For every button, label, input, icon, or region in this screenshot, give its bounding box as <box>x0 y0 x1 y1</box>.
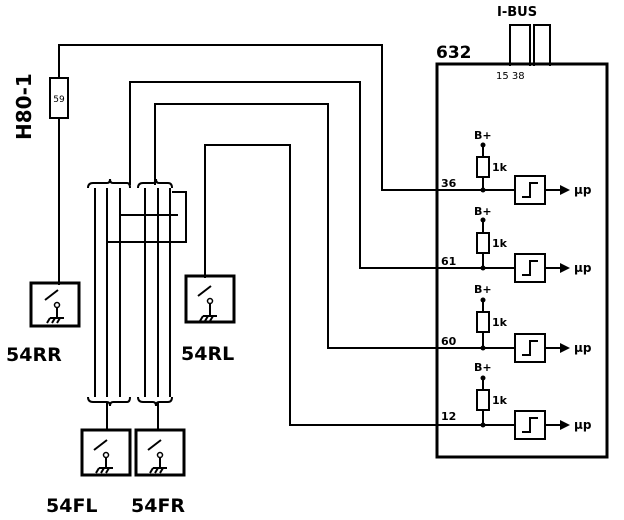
resistor-label: 1k <box>492 237 508 250</box>
input-circuit-60 <box>476 300 560 363</box>
switch-label-54fr: 54FR <box>131 495 185 517</box>
supply-node-dot <box>480 217 486 223</box>
splice-brace-4 <box>137 396 173 407</box>
wire-pin-61 <box>129 81 483 269</box>
switch-contact-dot <box>102 451 110 459</box>
fuse-label: H80-1 <box>12 73 36 140</box>
junction-dot <box>480 422 486 428</box>
switch-contact-dot <box>206 297 214 305</box>
supply-label: B+ <box>474 361 492 374</box>
wire-pin-12 <box>204 144 483 426</box>
switch-54fr-symbol <box>147 439 167 474</box>
switch-contact-dot <box>156 451 164 459</box>
module-632-box <box>435 62 609 459</box>
ibus-connector <box>509 24 531 66</box>
supply-node-dot <box>480 375 486 381</box>
input-circuit-12 <box>476 378 560 440</box>
switch-54rl-box <box>184 274 236 324</box>
switch-54fl-symbol <box>93 439 113 474</box>
switch-54rl-symbol <box>197 285 217 322</box>
output-arrow-icon <box>560 185 570 195</box>
pin-label: 60 <box>441 335 457 348</box>
ibus-label: I-BUS <box>497 5 537 20</box>
supply-label: B+ <box>474 129 492 142</box>
output-label: μp <box>574 341 592 355</box>
module-label: 632 <box>436 43 472 63</box>
switch-54rr-symbol <box>44 289 64 324</box>
bus-pins-label: 15 38 <box>496 71 525 82</box>
switch-54rr-box <box>29 281 81 328</box>
output-label: μp <box>574 261 592 275</box>
junction-dot <box>480 265 486 271</box>
splice-brace-1 <box>87 178 131 189</box>
splice-brace-3 <box>87 396 131 407</box>
ibus-connector-2 <box>533 24 551 66</box>
supply-label: B+ <box>474 283 492 296</box>
resistor-label: 1k <box>492 161 508 174</box>
pin-label: 36 <box>441 177 457 190</box>
resistor-label: 1k <box>492 394 508 407</box>
output-arrow-icon <box>560 420 570 430</box>
switch-contact-dot <box>53 301 61 309</box>
switch-label-54fl: 54FL <box>46 495 98 517</box>
junction-dot <box>480 187 486 193</box>
harness-cross-wire <box>107 191 187 243</box>
fuse-pin-label: 59 <box>53 95 65 105</box>
junction-dot <box>480 345 486 351</box>
splice-brace-2 <box>137 178 173 189</box>
input-circuit-61 <box>476 220 560 283</box>
wire-pin-60 <box>154 103 483 349</box>
supply-node-dot <box>480 142 486 148</box>
output-label: μp <box>574 418 592 432</box>
switch-label-54rr: 54RR <box>6 344 62 366</box>
pin-label: 12 <box>441 410 456 423</box>
resistor-label: 1k <box>492 316 508 329</box>
switch-label-54rl: 54RL <box>181 343 234 365</box>
pin-label: 61 <box>441 255 456 268</box>
output-arrow-icon <box>560 343 570 353</box>
switch-54fr-box <box>134 428 186 477</box>
wire-pin-36 <box>58 44 483 191</box>
supply-node-dot <box>480 297 486 303</box>
output-arrow-icon <box>560 263 570 273</box>
supply-label: B+ <box>474 205 492 218</box>
input-circuit-36 <box>476 145 560 205</box>
switch-54fl-box <box>80 428 132 477</box>
output-label: μp <box>574 183 592 197</box>
